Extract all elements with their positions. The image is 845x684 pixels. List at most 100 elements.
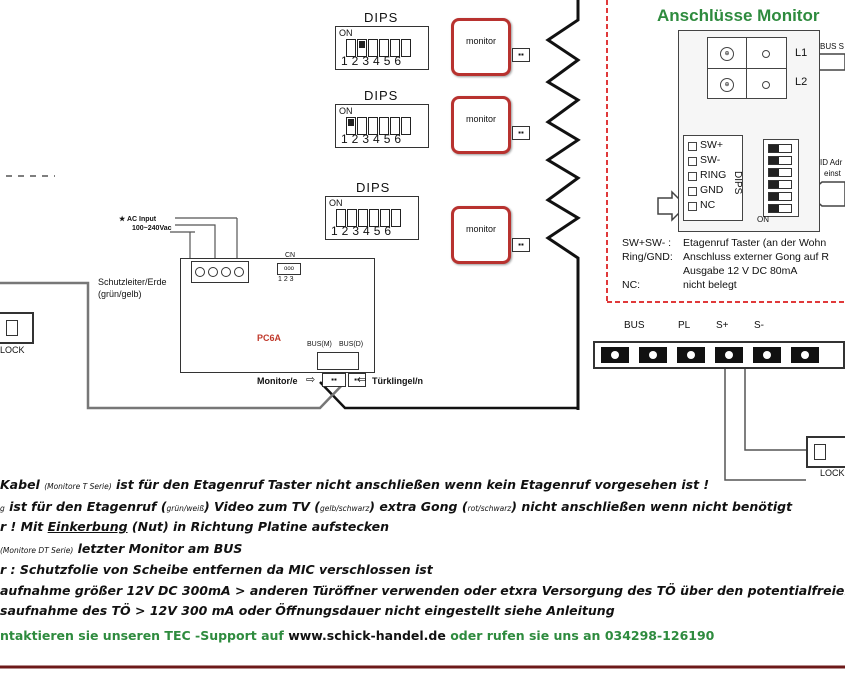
ac-input-text: AC Input bbox=[126, 216, 157, 223]
dips-label-1: DIPS bbox=[364, 10, 399, 25]
note-text: ist für den Etagenruf ( bbox=[4, 499, 167, 514]
arrow-right-icon: ⇨ bbox=[306, 374, 316, 386]
bus-cable bbox=[545, 0, 581, 410]
dip-numbers: 123456 bbox=[341, 132, 406, 146]
support-line: ntaktieren sie unseren TEC -Support auf … bbox=[0, 628, 714, 643]
lock-left-label: LOCK bbox=[0, 345, 25, 355]
lock-right-icon bbox=[806, 436, 845, 468]
monitor-2: monitor bbox=[451, 96, 511, 154]
legend-key: SW+SW- : bbox=[622, 237, 672, 249]
monitor-3-terminal: ▪▪ bbox=[512, 238, 530, 252]
support-text: oder rufen sie uns an bbox=[445, 628, 605, 643]
id-adr-label: ID Adr bbox=[820, 158, 843, 167]
lock-left-icon bbox=[0, 312, 34, 344]
connections-title: Anschlüsse Monitor bbox=[657, 6, 820, 25]
note-text: ) extra Gong ( bbox=[369, 499, 468, 514]
l1-l2-block: ⊕ ⊕ bbox=[707, 37, 787, 99]
legend-value: Ausgabe 12 V DC 80mA bbox=[683, 265, 798, 277]
protective-earth-label-2: (grün/gelb) bbox=[98, 289, 142, 299]
support-text: ntaktieren sie unseren TEC -Support auf bbox=[0, 628, 289, 643]
note-text: aufnahme größer 12V DC 300mA > anderen T… bbox=[0, 583, 845, 598]
support-phone: 034298-126190 bbox=[604, 628, 715, 643]
note-small: gelb/schwarz bbox=[319, 504, 370, 513]
bus-output-block bbox=[317, 352, 359, 370]
bus-d-label: BUS(D) bbox=[339, 341, 364, 348]
dip-on-label: ON bbox=[339, 28, 353, 38]
note-2: g ist für den Etagenruf (grün/weiß) Vide… bbox=[0, 499, 792, 514]
note-small: (Monitore T Serie) bbox=[44, 482, 112, 491]
terminal-legend: SW+SW- :Etagenruf Taster (an der Wohn Ri… bbox=[622, 236, 829, 292]
dip-on-label: ON bbox=[329, 198, 343, 208]
dip-numbers: 123456 bbox=[331, 224, 396, 238]
cn-label: CN bbox=[285, 252, 296, 259]
note-small: rot/schwarz bbox=[467, 504, 512, 513]
note-text: ) Video zum TV ( bbox=[203, 499, 320, 514]
bus-m-terminal: ▪▪ bbox=[322, 373, 346, 387]
note-text: ist für den Etagenruf Taster nicht ansch… bbox=[111, 477, 710, 492]
dip-numbers: 123456 bbox=[341, 54, 406, 68]
note-underline: Einkerbung bbox=[47, 519, 128, 534]
l2-label: L2 bbox=[795, 76, 808, 88]
terminal-sw-minus: SW- bbox=[700, 154, 721, 166]
note-text: letzter Monitor am BUS bbox=[73, 541, 243, 556]
bus-terminal-bar bbox=[593, 341, 845, 369]
monitor-back-panel: ⊕ ⊕ L1 L2 SW+ SW- RING GND NC DIPS ON bbox=[678, 30, 820, 232]
note-text: saufnahme des TÖ > 12V 300 mA oder Öffnu… bbox=[0, 603, 615, 618]
bus-label-pl: PL bbox=[678, 320, 691, 331]
bus-side-label: BUS S bbox=[820, 42, 845, 51]
support-url-link[interactable]: www.schick-handel.de bbox=[288, 628, 446, 643]
terminal-nc: NC bbox=[700, 199, 716, 211]
note-1: Kabel (Monitore T Serie) ist für den Eta… bbox=[0, 477, 709, 492]
terminal-ring: RING bbox=[700, 169, 727, 181]
monitor-2-terminal: ▪▪ bbox=[512, 126, 530, 140]
panel-dip-switch[interactable] bbox=[763, 139, 799, 217]
cn-connector: ooo bbox=[277, 263, 301, 275]
note-4: (Monitore DT Serie) letzter Monitor am B… bbox=[0, 541, 242, 556]
monitor-1-terminal: ▪▪ bbox=[512, 48, 530, 62]
note-text: ) nicht anschließen wenn nicht benötigt bbox=[511, 499, 793, 514]
legend-value: Anschluss externer Gong auf R bbox=[683, 251, 829, 263]
protective-earth-label: Schutzleiter/Erde bbox=[98, 277, 167, 287]
lock-right-label: LOCK bbox=[820, 468, 845, 478]
note-3: r ! Mit Einkerbung (Nut) in Richtung Pla… bbox=[0, 519, 389, 534]
l1-label: L1 bbox=[795, 47, 808, 59]
monitor-label: monitor bbox=[465, 114, 496, 124]
monitor-label: monitor bbox=[465, 224, 496, 234]
legend-key: Ring/GND: bbox=[622, 251, 673, 263]
note-text: Kabel bbox=[0, 477, 45, 492]
dip-switch-3[interactable]: ON 123456 bbox=[325, 196, 419, 240]
note-text: r : Schutzfolie von Scheibe entfernen da… bbox=[0, 562, 433, 577]
ac-range-label: 100~240Vac bbox=[132, 225, 172, 232]
bus-d-terminal: ▪▪ bbox=[348, 373, 366, 387]
note-5: r : Schutzfolie von Scheibe entfernen da… bbox=[0, 562, 433, 577]
pc6a-name: PC6A bbox=[257, 333, 282, 343]
arrow-left-icon: ⇦ bbox=[357, 374, 367, 386]
dip-switch-1[interactable]: ON 123456 bbox=[335, 26, 429, 70]
ac-input-label: ★ AC Input bbox=[119, 216, 157, 223]
dips-label-2: DIPS bbox=[364, 88, 399, 103]
bus-m-label: BUS(M) bbox=[307, 341, 332, 348]
dip-on-label: ON bbox=[339, 106, 353, 116]
dips-label-3: DIPS bbox=[356, 180, 391, 195]
monitor-1: monitor bbox=[451, 18, 511, 76]
note-text: r ! Mit bbox=[0, 519, 48, 534]
monitor-3: monitor bbox=[451, 206, 511, 264]
dips-vertical-label: DIPS bbox=[732, 171, 743, 195]
pc6a-bus-cable bbox=[319, 381, 578, 410]
ac-terminal-block bbox=[191, 261, 249, 283]
terminal-block: SW+ SW- RING GND NC bbox=[683, 135, 743, 221]
note-small: grün/weiß bbox=[166, 504, 204, 513]
monitor-label: monitor bbox=[465, 36, 496, 46]
terminal-sw-plus: SW+ bbox=[700, 139, 724, 151]
note-text: (Nut) in Richtung Platine aufstecken bbox=[127, 519, 390, 534]
pc6a-unit: CN ooo 1 2 3 PC6A BUS(M) BUS(D) bbox=[180, 252, 375, 373]
monitor-output-label: Monitor/e bbox=[257, 376, 298, 386]
dip-switch-2[interactable]: ON 123456 bbox=[335, 104, 429, 148]
legend-value: nicht belegt bbox=[683, 279, 737, 291]
note-small: (Monitore DT Serie) bbox=[0, 546, 74, 555]
bus-label-bus: BUS bbox=[624, 320, 645, 331]
bus-label-s-minus: S- bbox=[754, 320, 764, 331]
cn-pins: 1 2 3 bbox=[278, 276, 294, 283]
panel-dip-on: ON bbox=[757, 215, 769, 224]
terminal-gnd: GND bbox=[700, 184, 724, 196]
